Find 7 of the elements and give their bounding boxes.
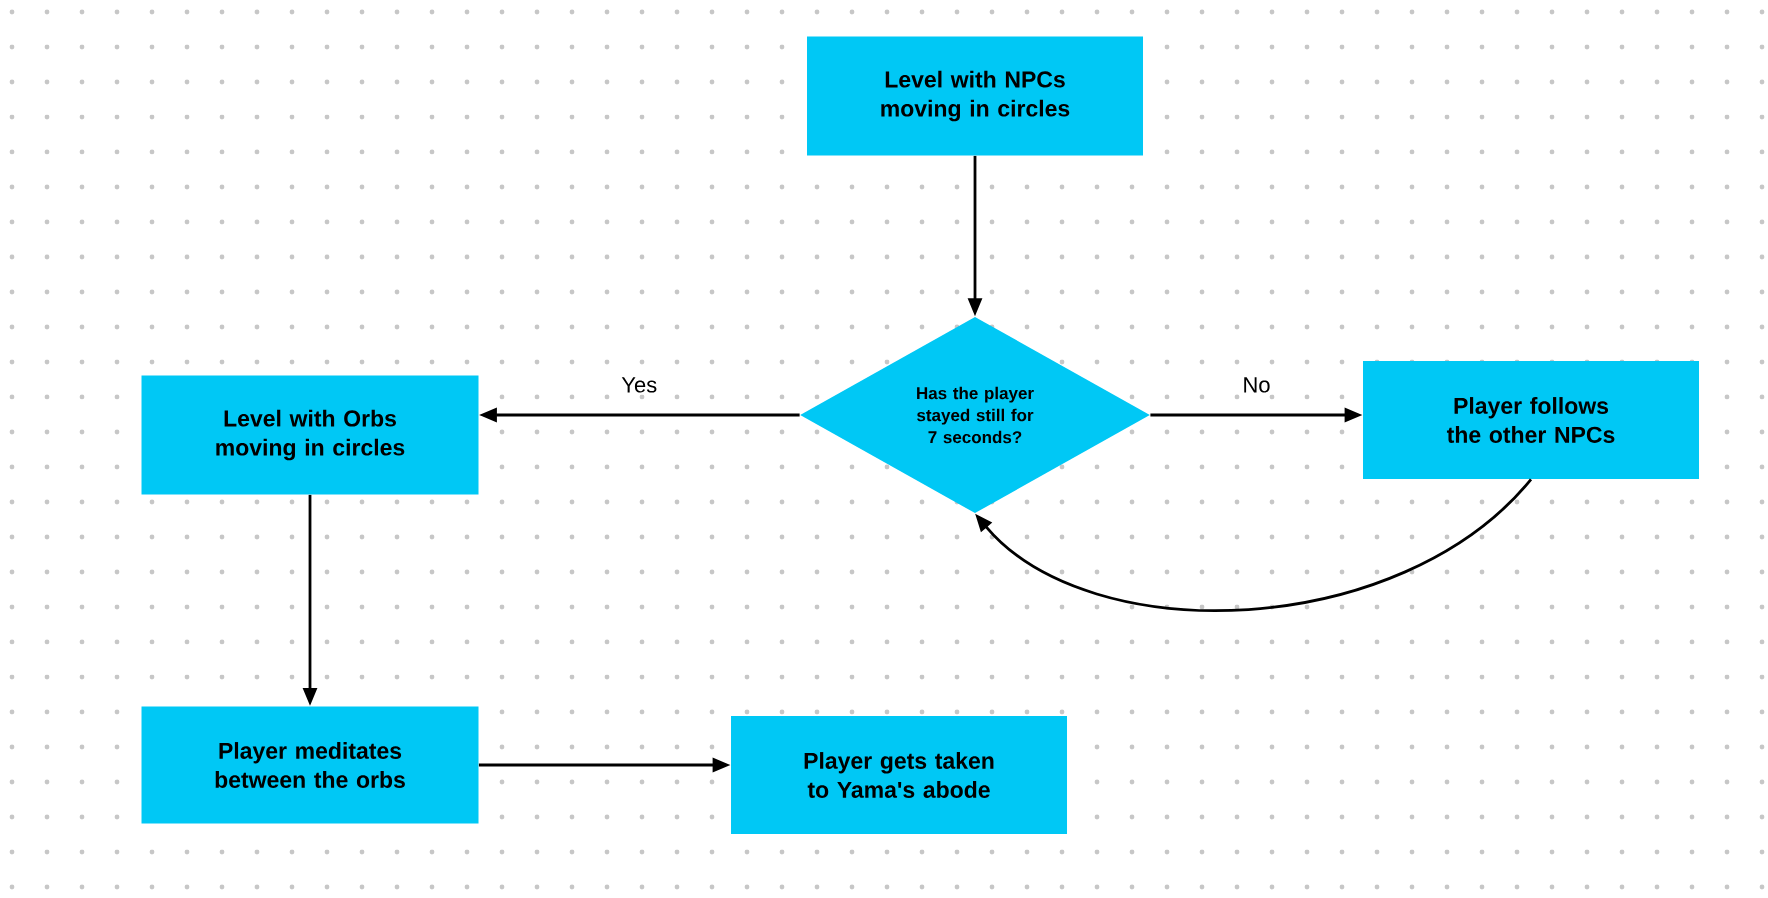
process-box: Level with Orbs moving in circles xyxy=(141,375,479,495)
process-box: Player meditates between the orbs xyxy=(141,706,479,824)
process-box: Player gets taken to Yama's abode xyxy=(731,716,1067,834)
edge-label: No xyxy=(1240,375,1273,395)
edge-label: Yes xyxy=(619,375,660,395)
process-box: Level with NPCs moving in circles xyxy=(807,36,1143,156)
process-box: Player follows the other NPCs xyxy=(1363,361,1699,479)
